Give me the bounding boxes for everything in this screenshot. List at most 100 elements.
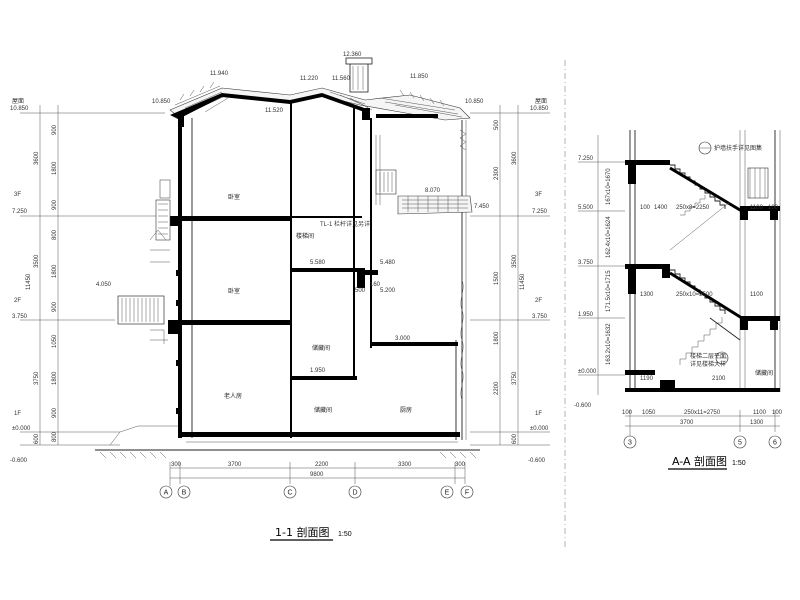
aa-mid-6: 1100 xyxy=(750,292,764,298)
hdim-4: 3300 xyxy=(398,462,412,468)
balcony-details: 8.070 7.450 xyxy=(375,129,490,401)
vdim-inner-7: 1050 xyxy=(52,334,58,348)
section-a-scale: 1:50 xyxy=(732,460,746,467)
elev-ridge-d: 11.850 xyxy=(410,74,429,80)
elev-ridge-b: 11.220 xyxy=(300,76,319,82)
aa-mid-2: 1400 xyxy=(654,205,668,211)
section-a-title: A-A 剖面图 xyxy=(672,454,727,468)
aa-callouts: 护墙扶手详见图集 楼梯二层平面 详见楼梯大样 xyxy=(690,141,762,368)
hdim-total: 9800 xyxy=(310,472,324,478)
aa-axis-6: 6 xyxy=(773,440,777,447)
aa-stair-dim-3: 171.5x10=1715 xyxy=(606,270,612,312)
vdim-outer-2: 3500 xyxy=(34,254,40,268)
tag-1f-right: 1F xyxy=(535,411,542,417)
elev-outdoor-left: -0.600 xyxy=(10,458,28,464)
aa-hdim-2: 1050 xyxy=(642,410,656,416)
tag-3f-right: 3F xyxy=(535,192,542,198)
elev-ridge-a: 11.940 xyxy=(210,71,229,77)
aa-hdim-5: 100 xyxy=(772,410,783,416)
section-1-scale: 1:50 xyxy=(338,531,352,538)
aa-elev-6: -0.600 xyxy=(574,403,592,409)
elev-level3-left: 7.250 xyxy=(12,209,28,215)
note-160: 160 xyxy=(370,282,381,288)
aa-elev-2: 5.500 xyxy=(578,205,594,211)
elev-ground-right: ±0.000 xyxy=(530,426,549,432)
aa-axis-5: 5 xyxy=(738,440,742,447)
rdim-inner-2: 2300 xyxy=(494,166,500,180)
axis-d: D xyxy=(352,490,357,497)
aa-hdim-total-2: 1300 xyxy=(750,420,764,426)
ground xyxy=(95,425,480,459)
rdim-inner-5: 2200 xyxy=(494,381,500,395)
room-kitchen: 厨房 xyxy=(400,406,412,414)
elev-eave-right: 10.850 xyxy=(530,106,549,112)
elev-terrace: 4.050 xyxy=(96,282,112,288)
aa-detail-ref3: 详见楼梯大样 xyxy=(690,360,726,368)
walls xyxy=(178,102,467,440)
stair-note: TL-1 栏杆详见另详 xyxy=(320,220,370,228)
note-500: 500 xyxy=(355,288,366,294)
floor-slabs xyxy=(168,216,460,437)
aa-detail-ref2: 楼梯二层平面 xyxy=(690,352,726,360)
elev-mezz-b: 5.480 xyxy=(380,260,396,266)
aa-mid-3: 1100 xyxy=(750,205,764,211)
aa-hdim-4: 1100 xyxy=(753,410,767,416)
axis-c: C xyxy=(287,490,292,497)
aa-mid-5: 1300 xyxy=(640,292,654,298)
rdim-outer-4: 600 xyxy=(512,433,518,444)
aa-stair-dim-4: 163.2x10=1632 xyxy=(606,323,612,365)
aa-axis-bubbles: 3 5 6 xyxy=(623,432,782,449)
elev-level2-right: 3.750 xyxy=(532,314,548,320)
aa-elev-4: 1.950 xyxy=(578,312,594,318)
tag-roof-left: 屋面 xyxy=(12,98,24,105)
elev-ground-left: ±0.000 xyxy=(12,426,31,432)
aa-bottom-dims: 100 1050 250x11=2750 1100 100 3700 1300 xyxy=(622,410,783,432)
aa-hdim-3: 250x11=2750 xyxy=(684,410,721,416)
aa-elev-1: 7.250 xyxy=(578,156,594,162)
aa-mid-4: 100 xyxy=(768,205,779,211)
aa-stair-dim-2: 162.4x10=1624 xyxy=(606,216,612,258)
elev-eave-left-2: 10.850 xyxy=(152,99,171,105)
section-1-title: 1-1 剖面图 xyxy=(275,525,329,539)
aa-inline-dims: 100 1400 250x8=2250 1100 100 1300 250x10… xyxy=(640,205,779,382)
rdim-outer-1: 3600 xyxy=(512,151,518,165)
aa-structure xyxy=(625,130,781,392)
aa-left-dims: 7.250 5.500 3.750 1.950 ±0.000 -0.600 16… xyxy=(574,135,625,409)
rdim-outer-3: 3750 xyxy=(512,371,518,385)
axis-f: F xyxy=(465,490,469,497)
room-stair: 楼梯间 xyxy=(296,232,314,240)
aa-elev-3: 3.750 xyxy=(578,260,594,266)
right-dimension-chain: 屋面 10.850 3F 7.250 2F 3.750 1F ±0.000 -0… xyxy=(470,98,550,464)
axis-bubbles: A B C D E F xyxy=(159,484,474,499)
vdim-outer-1: 3600 xyxy=(34,151,40,165)
elev-ridge-c: 11.560 xyxy=(332,76,351,82)
aa-detail-ref: 护墙扶手详见图集 xyxy=(714,144,762,152)
room-storage-a: 储藏间 xyxy=(312,344,330,352)
hdim-2: 3700 xyxy=(228,462,242,468)
axis-b: B xyxy=(182,490,187,497)
hdim-5: 300 xyxy=(455,462,466,468)
aa-run-1: 250x8=2250 xyxy=(676,205,710,211)
tag-roof-right: 屋面 xyxy=(535,98,547,105)
elev-outdoor-right: -0.600 xyxy=(528,458,546,464)
aa-stair-dim-1: 167x10=1670 xyxy=(606,168,612,205)
hdim-1: 300 xyxy=(171,462,182,468)
aa-room-storage: 储藏间 xyxy=(755,369,773,377)
elev-balcony: 8.070 xyxy=(425,188,441,194)
vdim-inner-6: 900 xyxy=(52,301,58,312)
elev-mezz-a: 5.580 xyxy=(310,260,326,266)
rdim-inner-3: 1500 xyxy=(494,271,500,285)
room-storage-b: 储藏间 xyxy=(314,406,332,414)
aa-mid-9: 2100 xyxy=(712,376,726,382)
elev-mezz-c: 5.200 xyxy=(380,288,396,294)
vdim-inner-9: 900 xyxy=(52,407,58,418)
elev-roof-top: 12.360 xyxy=(343,52,362,58)
room-bedroom-2f: 卧室 xyxy=(228,287,240,295)
elev-eave-side: 7.450 xyxy=(474,204,490,210)
elev-eave-left: 10.850 xyxy=(10,106,29,112)
elev-mezz-low: 3.000 xyxy=(395,336,411,342)
elev-level2-left: 3.750 xyxy=(12,314,28,320)
tag-2f-right: 2F xyxy=(535,298,542,304)
roof: 12.360 11.940 11.220 11.560 11.850 10.85… xyxy=(152,52,484,121)
axis-a: A xyxy=(164,490,169,497)
